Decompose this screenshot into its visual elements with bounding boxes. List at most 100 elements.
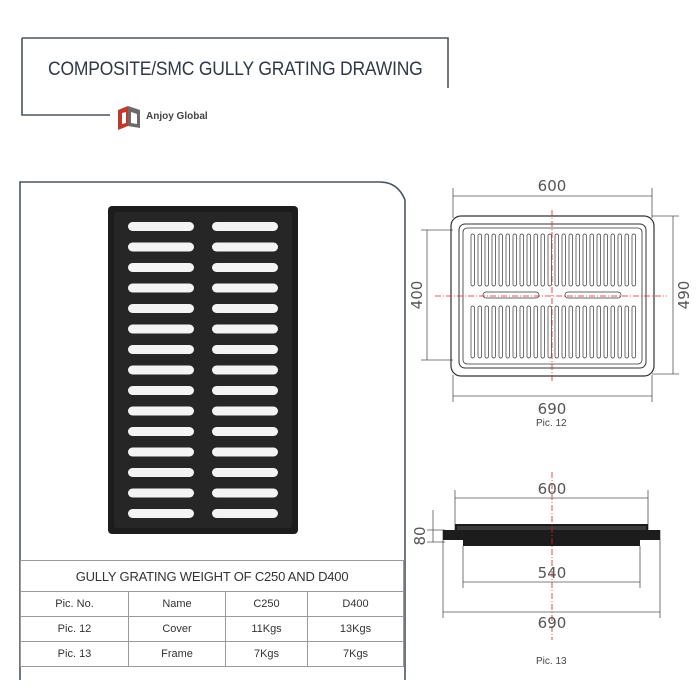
dim-middle-540: 540 — [538, 564, 567, 582]
top-view-slot — [484, 233, 489, 287]
grating-slot — [212, 304, 278, 313]
top-view-drawing: 600 690 400 490 — [408, 177, 693, 418]
grating-slot — [212, 263, 278, 272]
top-view-slot — [582, 233, 587, 287]
grating-slot — [212, 406, 278, 416]
top-view-center-slot — [564, 291, 622, 299]
grating-slot — [128, 283, 194, 293]
top-view-slot — [477, 305, 482, 359]
left-panel-frame — [19, 181, 406, 680]
side-view-drawing: 600 540 690 80 — [411, 472, 661, 640]
page-title: COMPOSITE/SMC GULLY GRATING DRAWING — [48, 59, 423, 80]
top-view-slot — [617, 233, 622, 287]
top-view-slot — [547, 305, 552, 359]
top-view-slot — [610, 305, 615, 359]
top-view-center-slot — [482, 291, 540, 299]
top-view-slot — [575, 233, 580, 287]
pic-13-label: Pic. 13 — [536, 656, 567, 667]
top-view-slot — [603, 233, 608, 287]
table-header-cell: D400 — [306, 591, 405, 617]
grating-slot — [212, 427, 278, 436]
top-view-slot — [484, 305, 489, 359]
table-cell: Cover — [128, 616, 226, 642]
table-row: Pic. 13 Frame 7Kgs 7Kgs — [20, 641, 405, 667]
top-view-slot — [477, 233, 482, 287]
dim-top-600: 600 — [538, 177, 567, 195]
top-view-slot — [596, 305, 601, 359]
top-view-slot — [526, 305, 531, 359]
grating-slot — [128, 324, 194, 334]
grating-slot — [212, 345, 278, 354]
grating-slot — [212, 386, 278, 395]
grating-slot — [212, 509, 278, 518]
grating-slot — [212, 324, 278, 334]
top-view-slot — [533, 233, 538, 287]
table-header-cell: Pic. No. — [20, 591, 129, 617]
dim-bottom-690: 690 — [538, 400, 567, 418]
top-view-slot — [589, 305, 594, 359]
grating-slot — [212, 468, 278, 477]
top-view-slot — [610, 233, 615, 287]
top-view-slot — [554, 233, 559, 287]
table-cell: Frame — [128, 641, 226, 667]
top-view-slot — [603, 305, 608, 359]
grating-slot — [212, 447, 278, 457]
table-caption: GULLY GRATING WEIGHT OF C250 AND D400 — [19, 560, 405, 592]
top-view-slot — [470, 305, 475, 359]
grating-slot — [128, 365, 194, 375]
top-view-slot — [491, 305, 496, 359]
table-cell: 11Kgs — [225, 616, 308, 642]
top-view-slot — [561, 305, 566, 359]
top-view-slot — [540, 233, 545, 287]
top-view-slot — [561, 233, 566, 287]
top-view-slot — [624, 305, 629, 359]
grating-slot — [128, 242, 194, 252]
pic-12-label: Pic. 12 — [536, 418, 567, 429]
top-view-slot — [554, 305, 559, 359]
top-view-slot — [547, 233, 552, 287]
anjoy-logo-icon — [118, 106, 140, 130]
dim-left-400: 400 — [408, 281, 426, 310]
grating-slot — [128, 345, 194, 354]
top-view-slot — [533, 305, 538, 359]
top-view-slot — [470, 233, 475, 287]
top-view-slot — [491, 233, 496, 287]
grating-slot — [128, 304, 194, 313]
top-view-slot — [624, 233, 629, 287]
top-view-slot — [596, 233, 601, 287]
top-view-slot — [519, 233, 524, 287]
top-view-slot — [568, 305, 573, 359]
grating-slot — [128, 386, 194, 395]
top-view-slot — [589, 233, 594, 287]
top-view-slot — [526, 233, 531, 287]
top-view-slot — [582, 305, 587, 359]
grating-slot — [128, 468, 194, 477]
grating-slots — [128, 222, 278, 518]
top-view-slot — [512, 305, 517, 359]
top-view-slot — [505, 233, 510, 287]
grating-slot — [212, 488, 278, 498]
weight-table: GULLY GRATING WEIGHT OF C250 AND D400 Pi… — [19, 560, 405, 667]
grating-slot — [128, 406, 194, 416]
top-view-slot — [519, 305, 524, 359]
table-cell: 7Kgs — [225, 641, 308, 667]
top-view-slot — [617, 305, 622, 359]
top-view-slot — [512, 233, 517, 287]
table-header-row: Pic. No. Name C250 D400 — [20, 591, 405, 617]
top-view-slot — [631, 305, 636, 359]
dim-left-80: 80 — [411, 526, 429, 545]
grating-slot — [128, 488, 194, 498]
table-cell: 13Kgs — [306, 616, 405, 642]
dim-bottom-690: 690 — [538, 614, 567, 632]
grating-slot — [128, 509, 194, 518]
grating-slot — [212, 283, 278, 293]
top-view-slot — [575, 305, 580, 359]
table-header-cell: C250 — [225, 591, 308, 617]
gully-grating-photo — [108, 206, 298, 534]
table-cell: Pic. 13 — [20, 641, 129, 667]
grating-slot — [128, 427, 194, 436]
top-view-slot — [498, 233, 503, 287]
grating-slot — [212, 222, 278, 231]
table-row: Pic. 12 Cover 11Kgs 13Kgs — [20, 616, 405, 642]
top-view-slot — [540, 305, 545, 359]
